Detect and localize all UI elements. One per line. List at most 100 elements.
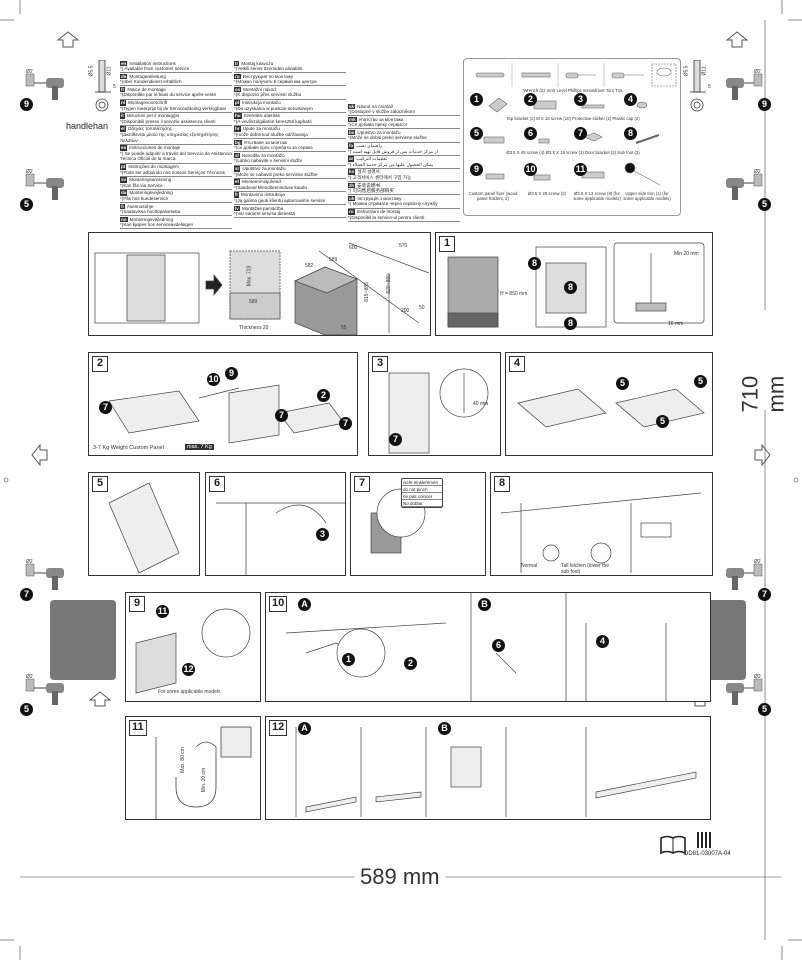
instruction-title: Monteringsanvisning (129, 177, 172, 183)
language-code: cs (234, 86, 242, 93)
drill-size-label: Ø2 (754, 169, 761, 175)
step-5-panel: 5 (88, 472, 200, 576)
instruction-title: راهنمای نصب (356, 143, 383, 149)
step-badge: 5 (758, 198, 771, 211)
panel-fixer-plate-left (50, 600, 116, 680)
instruction-note: *)Можно получить в сервисном центре (234, 79, 317, 85)
step-11-panel: 11 Max. 80 cm Min. 20 cm (125, 716, 261, 820)
step-badge: 5 (20, 703, 33, 716)
instruction-title: Upute za montažu (242, 126, 280, 132)
language-code: da (120, 190, 128, 196)
step-badge: 9 (20, 98, 33, 111)
instruction-title: 설치 설명서 (357, 169, 380, 175)
instruction-title: Instruções de montagem (128, 164, 179, 169)
instruction-note: *)Fås hos kundeservice (120, 195, 169, 201)
step-3-panel: 3 40 mm 7 (368, 352, 501, 456)
instruction-title: Szerelési utasítás (243, 113, 280, 119)
step-badge: 7 (20, 588, 33, 601)
drill-icon: Ø2 5 (720, 169, 771, 215)
instruction-note: *)može dobiti kod službe održavanja (234, 132, 308, 138)
drill-size-label: Ø2 (26, 69, 33, 75)
instruction-title: Instrucțiuni de montaj (356, 209, 401, 214)
language-code: pl (234, 100, 241, 106)
instruction-note: *)Može se dobiti preko servisne službe (348, 135, 427, 141)
width-dimension: 589 mm (360, 864, 440, 889)
language-code: nl (120, 100, 127, 106)
part-number-4: 4 (624, 93, 637, 106)
instruction-note: *) 可向售后服务部购买 (348, 188, 394, 194)
part-number: 10 (524, 163, 537, 176)
instruction-note: *)A vevőszolgálaton keresztül kapható (234, 118, 312, 124)
part-label: Ø3.5 X 25 screw (2) (527, 191, 567, 196)
instruction-note: *)Saadaval klienditeeninduse kaudu (234, 184, 308, 190)
instruction-title: 安装说明书 (357, 182, 381, 188)
instruction-note: *)Disponible par le biais du service apr… (120, 92, 217, 98)
drill-size-label: Ø2 (26, 169, 33, 175)
language-code: fi (120, 203, 125, 210)
hole-diagram-right: Ø5.5 Ø11 5 (680, 60, 715, 120)
part-number-8: 8 (624, 127, 637, 140)
instruction-note: *) 고객서비스 센터에서 구입 가능 (348, 175, 412, 181)
language-code: pt (120, 164, 127, 170)
language-code: fa (348, 143, 355, 149)
instruction-note: *)Var saņemt servisa dienestā (234, 211, 295, 217)
instruction-note: *)Disponibil la service-ul pentru clienț… (348, 214, 425, 220)
language-code: hu (234, 113, 242, 119)
language-code: bg (234, 139, 242, 146)
drill-size-label: Ø2 (754, 69, 761, 75)
language-code: no (120, 216, 128, 223)
instruction-title: Οδηγίες τοποθέτησης (127, 126, 172, 132)
instruction-note: *)Διατίθενται μέσω της υπηρεσίας εξυπηρέ… (120, 132, 219, 143)
language-code: ro (348, 209, 355, 215)
language-code: hr (234, 126, 241, 133)
language-code: uk (348, 195, 356, 202)
instruction-title: Montážní návod (243, 86, 276, 92)
instruction-title: Упътване за монтаж (243, 139, 287, 145)
step-badge: 5 (758, 703, 771, 716)
wrench-icon (475, 72, 505, 78)
instruction-title: Montagevoorschrift (128, 100, 168, 106)
instruction-note: *) از مرکز خدمات پس از فروش قابل تهیه اس… (348, 148, 438, 154)
instruction-title: Asennusohje (126, 203, 154, 209)
language-code: et (234, 179, 241, 185)
part-number-5: 5 (470, 127, 483, 140)
language-code: ko (348, 169, 356, 176)
instruction-title: Istruzioni per il montaggio (126, 113, 180, 119)
instruction-note: *)Ją galima gauti klientų aptarnavimo se… (234, 197, 326, 203)
instruction-note: *)Kan fås via Service (120, 182, 163, 188)
instruction-note: *)Do uzyskania w punkcie serwisowym (234, 105, 313, 111)
language-code: en (120, 60, 128, 67)
drill-size-label: Ø2 (26, 559, 33, 565)
language-code: bs (348, 129, 356, 136)
instruction-title: Notice de montage (127, 86, 166, 92)
